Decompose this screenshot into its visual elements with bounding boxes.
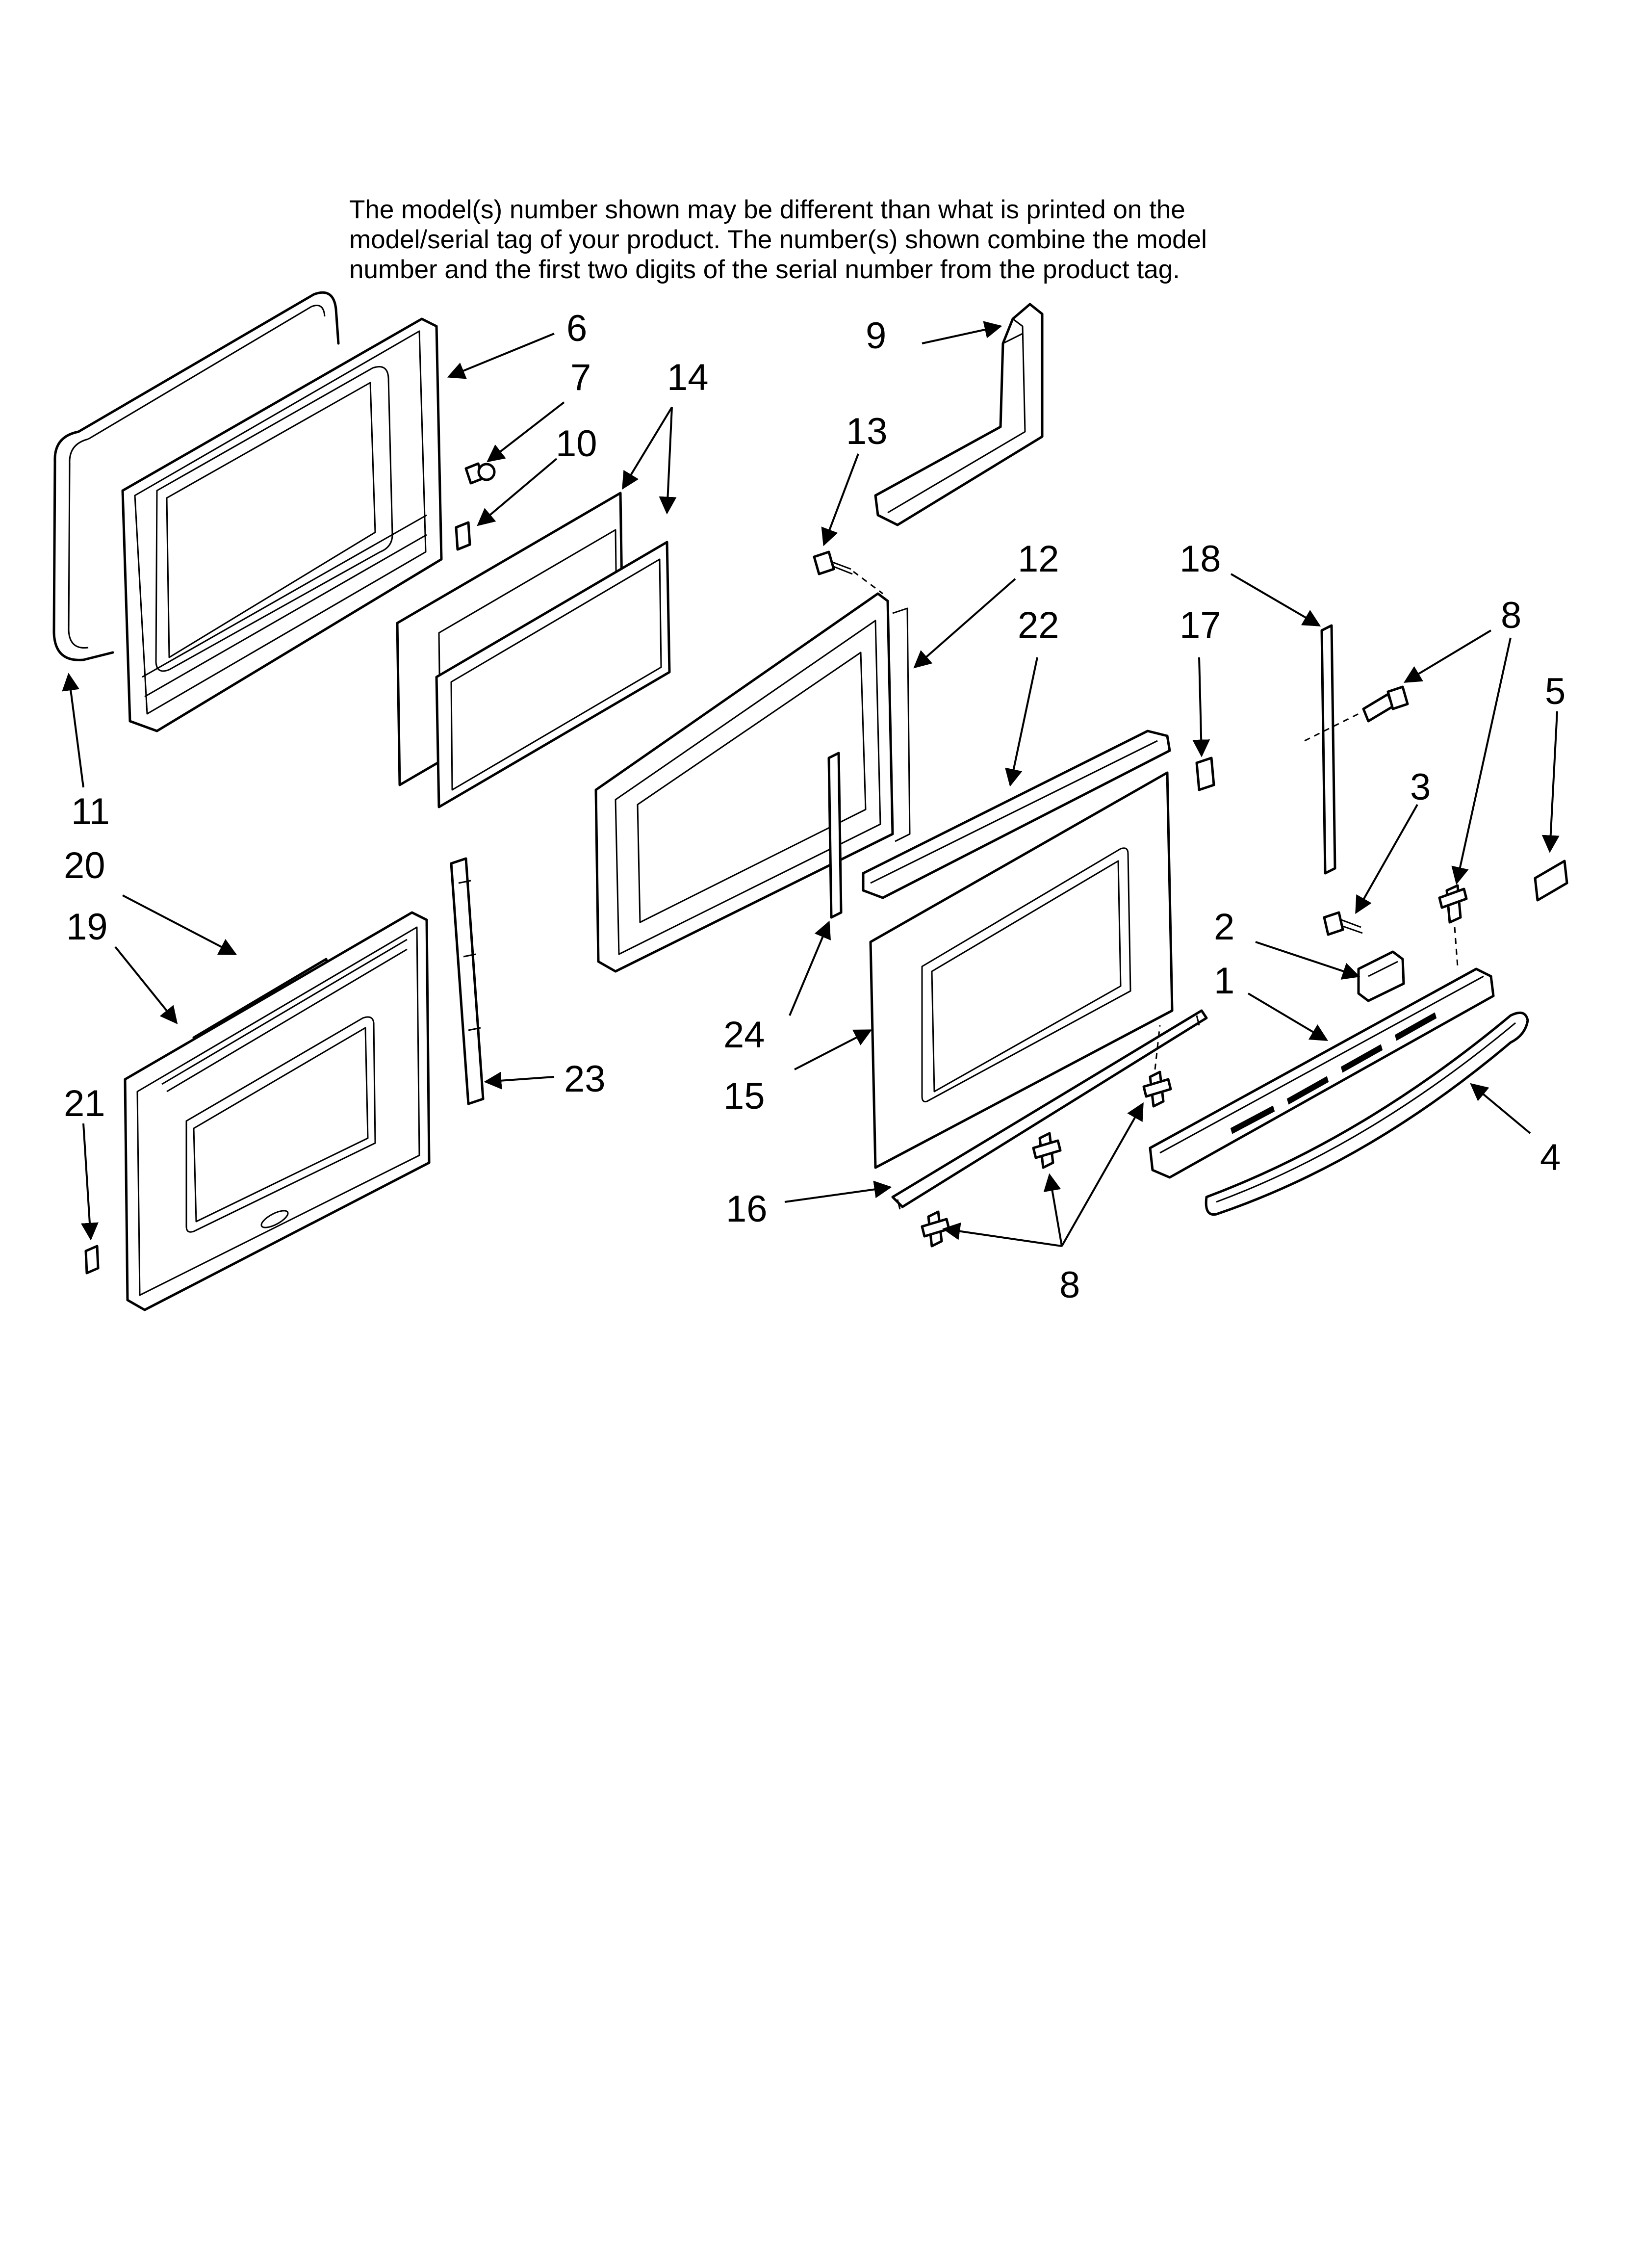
callout-18: 18	[1180, 538, 1221, 580]
part-10-clip	[455, 521, 471, 551]
note-line-2: model/serial tag of your product. The nu…	[349, 225, 1207, 254]
part-5-label	[1534, 860, 1568, 902]
callout-15: 15	[723, 1075, 765, 1117]
callout-3: 3	[1410, 766, 1431, 808]
callout-24: 24	[723, 1014, 765, 1056]
screw-3	[1142, 1070, 1172, 1108]
callout-2: 2	[1214, 906, 1234, 948]
part-9-spacer	[874, 303, 1044, 526]
callout-14: 14	[667, 357, 709, 398]
part-21-clip	[84, 1245, 100, 1275]
part-15-outer-glass	[869, 771, 1174, 1169]
callout-7: 7	[570, 357, 591, 398]
part-19-outer-door	[124, 911, 431, 1311]
model-disclaimer-note: The model(s) number shown may be differe…	[349, 195, 1207, 284]
note-line-3: number and the first two digits of the s…	[349, 255, 1180, 284]
callout-4: 4	[1540, 1137, 1561, 1178]
part-6-inner-door-liner	[121, 317, 443, 732]
callout-5: 5	[1545, 671, 1565, 712]
callout-8-right: 8	[1501, 595, 1521, 636]
part-11-door-gasket	[52, 291, 340, 661]
part-3-screw	[1323, 911, 1363, 936]
part-17-tag	[1195, 756, 1215, 791]
callout-numbers: 6 7 14 10 9 13 12 22 18 17 8 5 3 2 1 4 1…	[64, 308, 1565, 1306]
part-2-hinge-receiver	[1357, 950, 1405, 1002]
callout-20: 20	[64, 845, 105, 886]
callout-16: 16	[726, 1188, 768, 1230]
part-14-glass-panes	[396, 492, 671, 808]
note-line-1: The model(s) number shown may be differe…	[349, 195, 1185, 224]
callout-23: 23	[564, 1058, 606, 1100]
callout-21: 21	[64, 1083, 105, 1124]
part-4-door-handle	[1205, 1011, 1529, 1216]
callout-17: 17	[1180, 604, 1221, 646]
callout-12: 12	[1018, 538, 1059, 580]
part-24-channel	[827, 752, 843, 919]
callout-11: 11	[71, 791, 110, 833]
callout-13: 13	[846, 411, 888, 452]
part-8-screw-right	[1438, 884, 1468, 967]
part-22-top-trim	[862, 730, 1171, 899]
screw-2	[1032, 1132, 1062, 1169]
part-1-vent-trim	[1149, 967, 1495, 1179]
callout-22: 22	[1018, 604, 1059, 646]
leader-lines	[62, 321, 1560, 1247]
part-23-side-bracket	[450, 857, 485, 1105]
part-16-bottom-trim	[891, 1009, 1208, 1210]
part-8-screw-upper	[1362, 685, 1409, 723]
callout-8-bottom: 8	[1059, 1264, 1080, 1306]
callout-10: 10	[556, 423, 597, 465]
part-18-bracket	[1304, 624, 1359, 875]
callout-19: 19	[66, 906, 108, 948]
part-12-glass-frame	[594, 592, 911, 973]
callout-6: 6	[566, 308, 587, 349]
callout-9: 9	[866, 315, 886, 357]
part-7-door-bumper	[464, 462, 496, 485]
callout-1: 1	[1214, 960, 1234, 1002]
part-13-screw	[813, 550, 883, 595]
